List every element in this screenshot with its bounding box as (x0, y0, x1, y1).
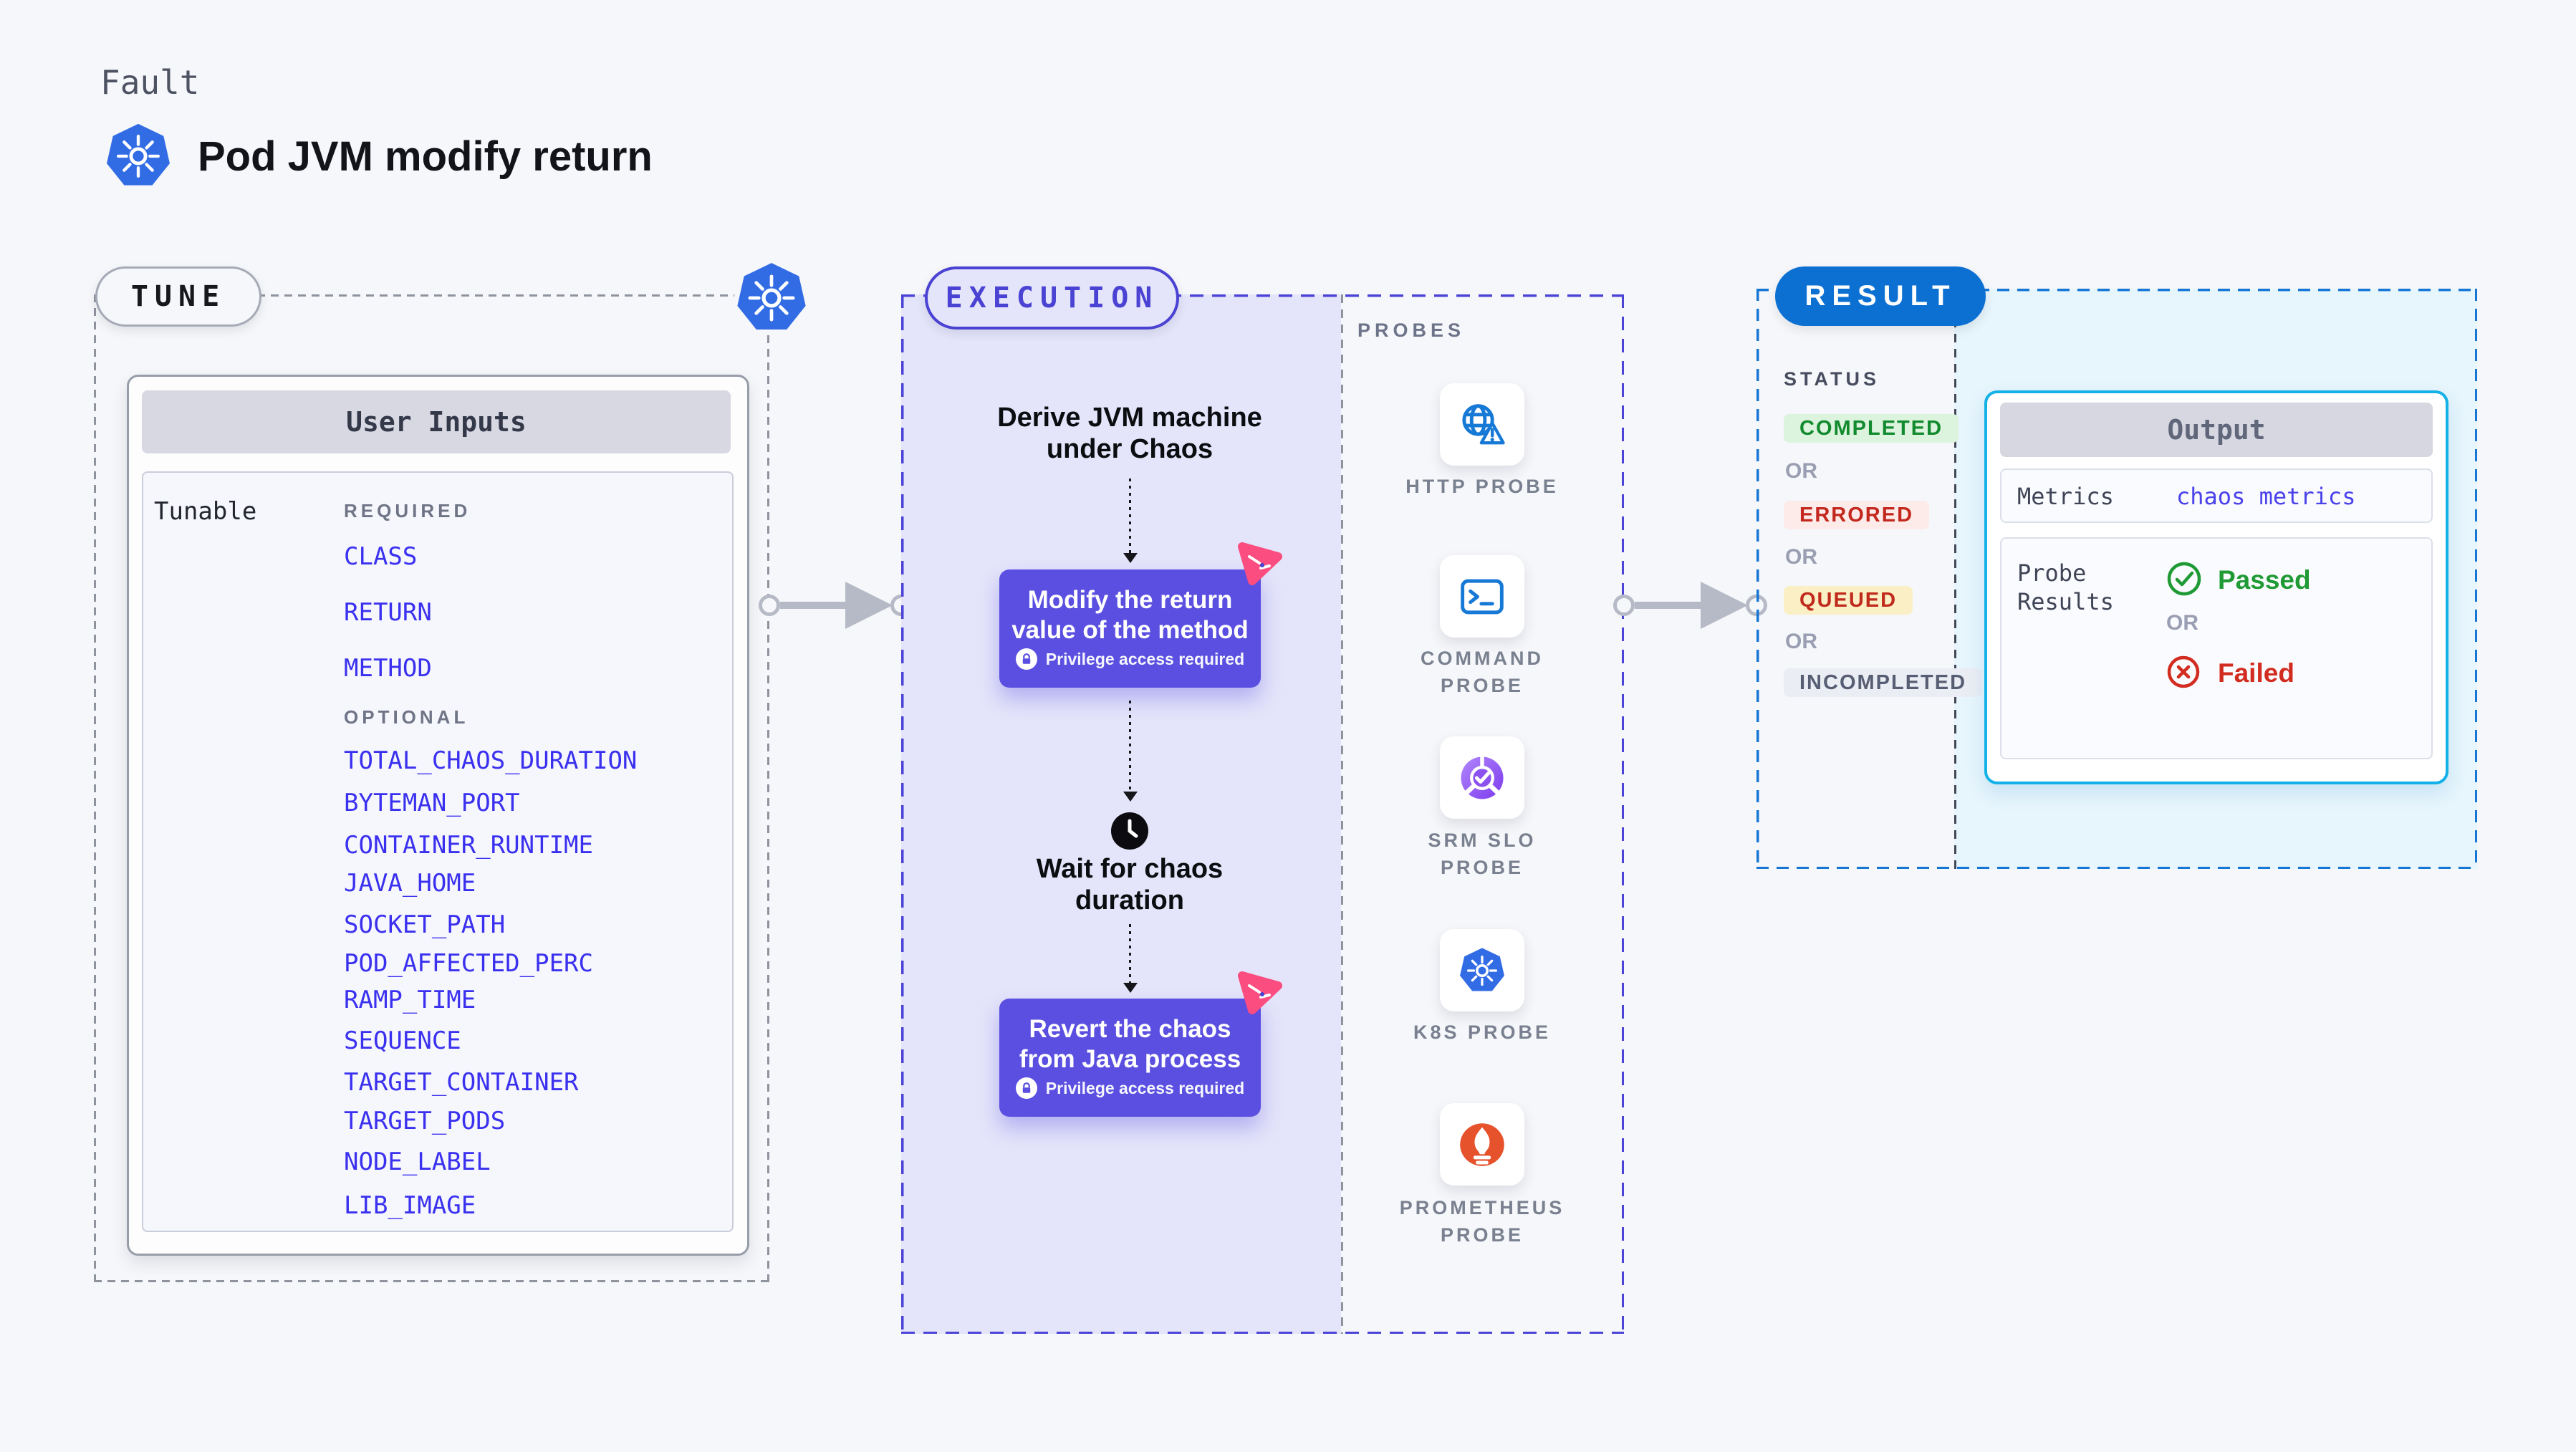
step-revert-chaos-box: Revert the chaos from Java process Privi… (999, 999, 1261, 1117)
param-link[interactable]: JAVA_HOME (344, 869, 476, 898)
k8s-probe-icon (1460, 947, 1504, 991)
result-status-divider (1954, 289, 1956, 869)
command-probe-label-line2: PROBE (1440, 675, 1524, 696)
srm-slo-probe-label-line1: SRM SLO (1428, 830, 1537, 851)
step-revert-line1: Revert the chaos (1029, 1015, 1231, 1043)
param-link[interactable]: CONTAINER_RUNTIME (344, 831, 593, 860)
required-heading: REQUIRED (344, 500, 471, 521)
prometheus-probe-card (1440, 1103, 1524, 1186)
probe-results-label-line2: Results (2017, 588, 2114, 615)
param-link[interactable]: BYTEMAN_PORT (344, 789, 520, 817)
step-modify-return-box: Modify the return value of the method Pr… (999, 569, 1261, 688)
k8s-probe-label: K8S PROBE (1413, 1021, 1552, 1043)
flow-arrowhead-icon (1123, 983, 1138, 993)
page-kicker: Fault (100, 63, 200, 102)
clock-icon (1111, 812, 1148, 850)
probe-results-label-line1: Probe (2017, 559, 2087, 587)
status-heading: STATUS (1784, 368, 1880, 390)
param-link[interactable]: SOCKET_PATH (344, 910, 506, 939)
param-link[interactable]: SEQUENCE (344, 1027, 461, 1055)
k8s-probe-card (1440, 929, 1524, 1011)
param-link[interactable]: RAMP_TIME (344, 986, 476, 1014)
http-probe-card (1440, 383, 1524, 466)
http-probe-icon (1462, 403, 1505, 444)
prometheus-probe-label-line2: PROBE (1440, 1224, 1524, 1246)
kubernetes-icon (734, 261, 809, 335)
flow-dotted-arrow (1129, 479, 1131, 555)
tune-pill: TUNE (95, 266, 261, 327)
metrics-label: Metrics (2017, 483, 2114, 510)
command-probe-label-line1: COMMAND (1421, 648, 1544, 669)
flow-arrowhead-icon (1123, 553, 1138, 563)
kubernetes-icon (107, 123, 170, 186)
tunable-row-label: Tunable (154, 497, 257, 526)
user-inputs-header: User Inputs (142, 390, 731, 453)
connector-tune-execution (780, 602, 849, 609)
param-link[interactable]: TOTAL_CHAOS_DURATION (344, 746, 638, 775)
connector-arrowhead-icon (845, 582, 893, 629)
metrics-value-link[interactable]: chaos metrics (2176, 483, 2356, 510)
lock-icon (1015, 1077, 1037, 1099)
srm-slo-probe-card (1440, 736, 1524, 819)
execution-probes-divider (1341, 294, 1343, 1334)
srm-slo-probe-icon (1461, 756, 1504, 799)
result-pill: RESULT (1775, 266, 1986, 326)
lock-icon (1015, 648, 1037, 670)
connector-execution-result (1635, 602, 1703, 609)
connector-endpoint (1613, 595, 1635, 616)
probes-heading: PROBES (1357, 319, 1466, 341)
connector-arrowhead-icon (1701, 582, 1748, 629)
litmus-chaos-icon (1238, 542, 1282, 585)
probe-results-row (2000, 537, 2433, 759)
param-link[interactable]: METHOD (344, 654, 432, 683)
flow-dotted-arrow (1129, 701, 1131, 794)
command-probe-card (1440, 555, 1524, 638)
page-title: Pod JVM modify return (198, 133, 653, 180)
or-separator: OR (2166, 611, 2198, 635)
srm-slo-probe-label-line2: PROBE (1440, 857, 1524, 878)
status-badge-errored: ERRORED (1784, 501, 1930, 529)
step-derive-line1: Derive JVM machine (997, 403, 1262, 433)
or-separator: OR (1785, 630, 1817, 653)
param-link[interactable]: CLASS (344, 542, 418, 571)
failed-x-icon (2167, 655, 2200, 688)
step-wait-line2: duration (1075, 885, 1184, 915)
passed-check-icon (2167, 562, 2201, 596)
litmus-chaos-icon (1238, 971, 1282, 1014)
or-separator: OR (1785, 545, 1817, 569)
metrics-row (2000, 468, 2433, 523)
param-link[interactable]: POD_AFFECTED_PERC (344, 949, 593, 978)
optional-heading: OPTIONAL (344, 706, 469, 728)
or-separator: OR (1785, 459, 1817, 483)
status-badge-completed: COMPLETED (1784, 414, 1959, 443)
step-derive-line2: under Chaos (1046, 434, 1213, 464)
passed-label: Passed (2218, 565, 2311, 595)
output-header: Output (2000, 403, 2433, 457)
failed-label: Failed (2218, 658, 2294, 688)
param-link[interactable]: NODE_LABEL (344, 1148, 491, 1176)
flow-arrowhead-icon (1123, 792, 1138, 802)
step-modify-line1: Modify the return (1027, 586, 1233, 614)
command-probe-icon (1461, 579, 1504, 614)
param-link[interactable]: TARGET_PODS (344, 1107, 506, 1135)
status-badge-queued: QUEUED (1784, 586, 1913, 615)
prometheus-probe-icon (1460, 1122, 1504, 1166)
param-link[interactable]: TARGET_CONTAINER (344, 1068, 579, 1097)
privilege-note: Privilege access required (1045, 649, 1245, 668)
flow-dotted-arrow (1129, 924, 1131, 985)
step-wait-line1: Wait for chaos (1036, 854, 1224, 884)
tunables-list (142, 471, 734, 1232)
prometheus-probe-label-line1: PROMETHEUS (1399, 1197, 1565, 1218)
execution-pill: EXECUTION (925, 266, 1179, 330)
step-revert-line2: from Java process (1019, 1045, 1241, 1073)
http-probe-label: HTTP PROBE (1405, 476, 1559, 497)
step-modify-line2: value of the method (1011, 616, 1249, 644)
param-link[interactable]: LIB_IMAGE (344, 1191, 476, 1220)
connector-endpoint (759, 595, 780, 616)
param-link[interactable]: RETURN (344, 598, 432, 627)
status-badge-incompleted: INCOMPLETED (1784, 668, 1983, 697)
privilege-note: Privilege access required (1045, 1078, 1245, 1097)
